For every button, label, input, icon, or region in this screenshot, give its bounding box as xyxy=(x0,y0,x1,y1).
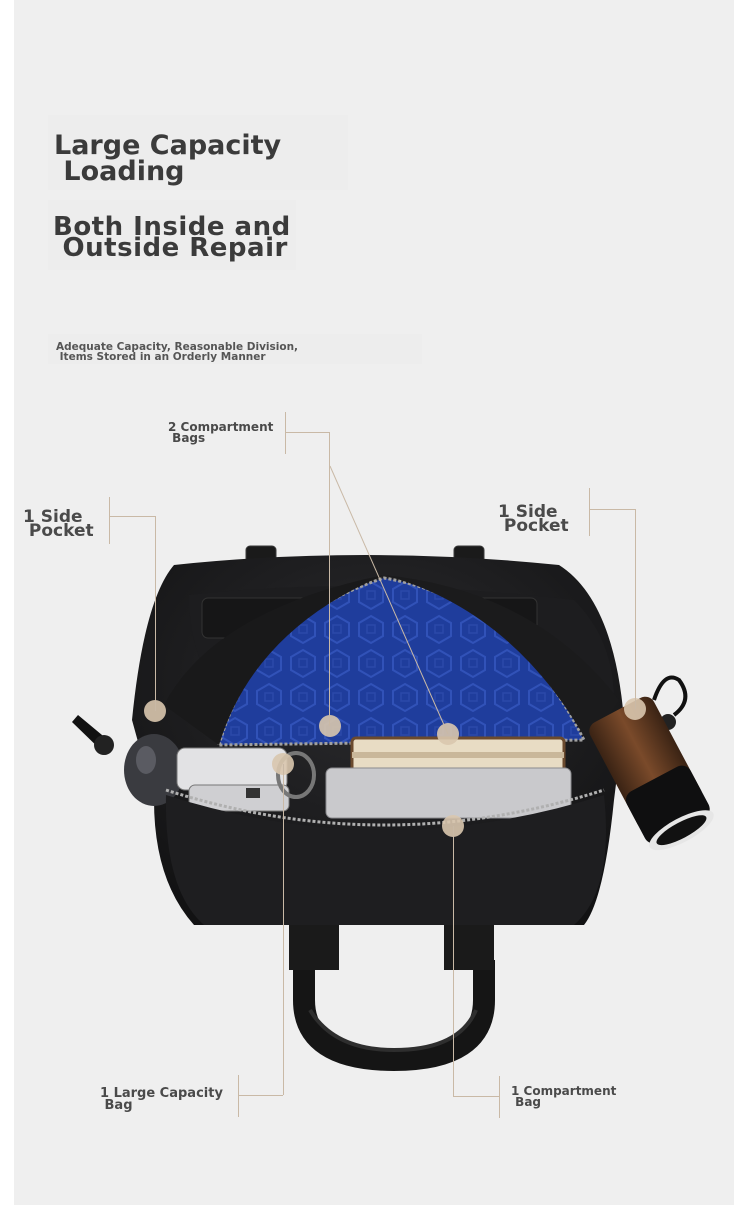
subheadline-line-1: Both Inside and xyxy=(53,212,291,242)
leader-large-bag-v xyxy=(283,764,284,1095)
leader-side-right-h xyxy=(590,509,635,510)
leader-side-left-h xyxy=(110,516,155,517)
callout-side-pocket-left-line-2: Pocket xyxy=(23,521,94,541)
headline-line-1: Large Capacity xyxy=(54,130,282,161)
product-canvas: Large Capacity Loading Both Inside and O… xyxy=(14,0,734,1205)
description-line-1: Adequate Capacity, Reasonable Division, xyxy=(56,341,299,353)
leader-compartment-vline-left xyxy=(285,412,286,454)
subheadline-panel xyxy=(48,200,296,270)
leader-side-left-v xyxy=(155,516,156,711)
backpack-illustration xyxy=(72,545,714,1072)
leader-side-left-vline xyxy=(109,497,110,544)
headline-line-2: Loading xyxy=(54,156,185,187)
headline-panel xyxy=(48,115,348,190)
leader-large-bag-h xyxy=(239,1095,283,1096)
callout-markers xyxy=(144,698,646,837)
subheadline-line-2: Outside Repair xyxy=(53,233,288,263)
callout-compartment-bag-line-2: Bag xyxy=(511,1095,542,1109)
thermos xyxy=(589,696,714,851)
leader-large-bag-vline xyxy=(238,1075,239,1117)
callout-side-pocket-right-line-2: Pocket xyxy=(498,516,569,536)
description-panel xyxy=(48,334,422,364)
gadgets xyxy=(176,747,316,812)
leader-compartment-diagonal xyxy=(329,465,449,735)
leader-compartment-bag-v xyxy=(453,826,454,1096)
leader-compartment-v xyxy=(329,432,330,726)
callout-side-pocket-right-line-1: 1 Side xyxy=(498,502,558,522)
callout-large-capacity-bag-line-2: Bag xyxy=(100,1098,133,1113)
callout-side-pocket-left-line-1: 1 Side xyxy=(23,507,83,527)
callout-compartment-bag-line-1: 1 Compartment xyxy=(511,1084,617,1098)
leader-side-right-v xyxy=(635,509,636,709)
description-line-2: Items Stored in an Orderly Manner xyxy=(56,351,266,363)
callout-compartment-bags-line-1: 2 Compartment xyxy=(168,420,274,434)
leader-side-right-vline xyxy=(589,488,590,536)
callout-compartment-bags-line-2: Bags xyxy=(168,431,206,445)
leader-compartment-bag-h xyxy=(453,1096,499,1097)
leader-compartment-bag-vline xyxy=(499,1076,500,1118)
leader-compartment-h xyxy=(285,432,329,433)
callout-large-capacity-bag-line-1: 1 Large Capacity xyxy=(100,1086,223,1101)
